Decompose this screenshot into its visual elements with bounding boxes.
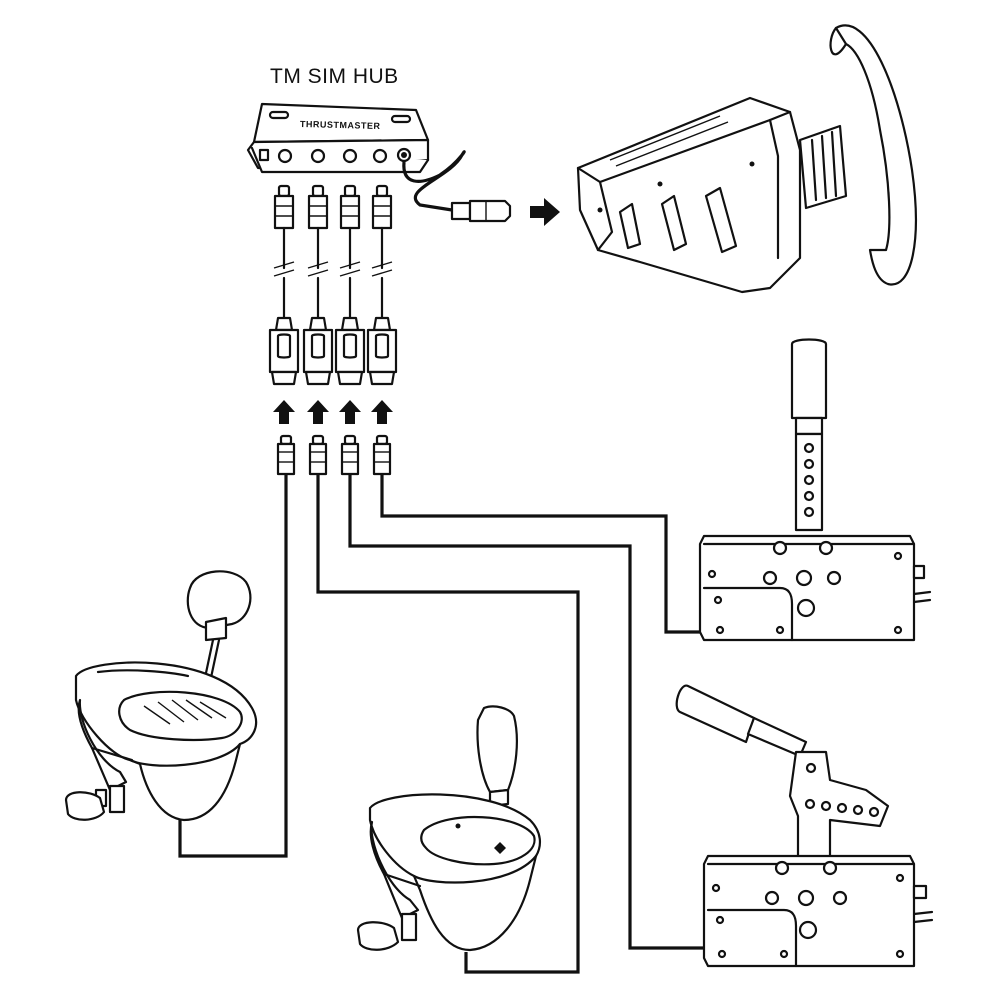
racing-wheel-base-icon: [576, 24, 917, 294]
cable-to-handbrake-top: [380, 474, 704, 634]
hub-usb-cable: [402, 150, 512, 223]
arrow-up-icon: [273, 400, 295, 424]
h-pattern-shifter-icon: [64, 570, 258, 822]
handbrake-icon: [698, 338, 932, 642]
hub-cable-1: [268, 184, 300, 386]
routing-cables: [178, 474, 708, 974]
arrow-up-icon: [371, 400, 393, 424]
hub-cable-3: [334, 184, 366, 386]
hub-cable-2: [302, 184, 334, 386]
arrow-up-icon: [307, 400, 329, 424]
arrow-up-icon: [339, 400, 361, 424]
cable-to-handbrake-bottom: [348, 474, 708, 950]
sim-hub: THRUSTMASTER: [246, 102, 430, 174]
hub-ports: [277, 147, 412, 164]
hub-brand: THRUSTMASTER: [300, 119, 381, 131]
sequential-shifter-icon: [356, 705, 542, 952]
hub-cable-4: [366, 184, 398, 386]
cable-to-h-shifter: [178, 474, 288, 858]
device-plugs: [276, 434, 392, 476]
cable-to-sequential-shifter: [316, 474, 580, 974]
handbrake-lever-icon: [675, 684, 934, 968]
arrow-right-icon: [530, 198, 560, 226]
arrow-up-icons: [273, 400, 393, 424]
hub-cables: [268, 184, 398, 386]
hub-title: TM SIM HUB: [270, 65, 399, 88]
